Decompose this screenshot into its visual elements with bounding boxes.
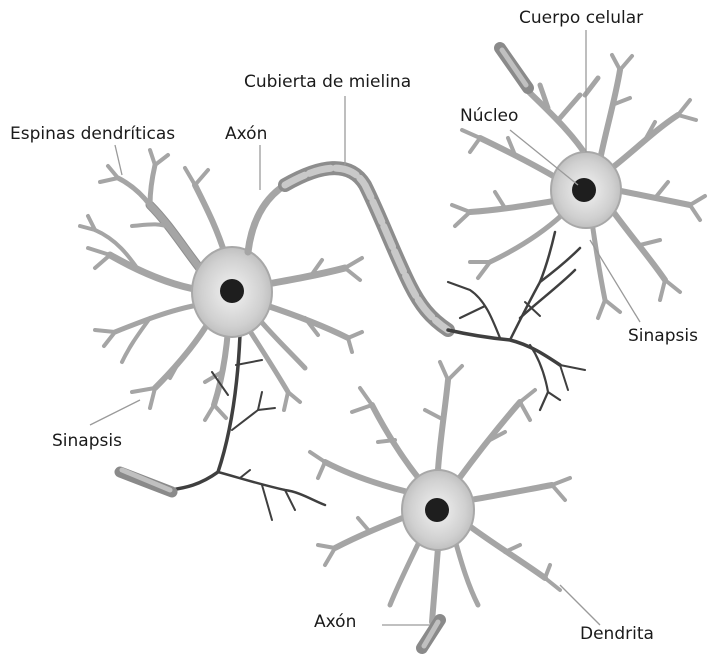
neuron-left-nucleus bbox=[220, 279, 244, 303]
label-dendrita: Dendrita bbox=[580, 626, 654, 643]
label-sinapsis-right: Sinapsis bbox=[628, 328, 698, 345]
neuron-left bbox=[80, 150, 362, 520]
label-axon-top: Axón bbox=[225, 126, 267, 143]
neuron-bottom bbox=[310, 362, 570, 648]
label-axon-bottom: Axón bbox=[314, 614, 356, 631]
label-espinas-dendriticas: Espinas dendríticas bbox=[10, 126, 175, 143]
label-sinapsis-left: Sinapsis bbox=[52, 433, 122, 450]
leader-espinas bbox=[115, 145, 122, 175]
right-axon-terminal-branches bbox=[448, 330, 560, 365]
label-nucleo: Núcleo bbox=[460, 108, 518, 125]
leader-sinapsis-left bbox=[90, 400, 140, 425]
label-cubierta-mielina: Cubierta de mielina bbox=[244, 74, 411, 91]
neuron-right-nucleus bbox=[572, 178, 596, 202]
label-cuerpo-celular: Cuerpo celular bbox=[519, 10, 643, 27]
neuron-right bbox=[452, 48, 705, 318]
leader-dendrita bbox=[560, 585, 600, 625]
neuron-bottom-nucleus bbox=[425, 498, 449, 522]
